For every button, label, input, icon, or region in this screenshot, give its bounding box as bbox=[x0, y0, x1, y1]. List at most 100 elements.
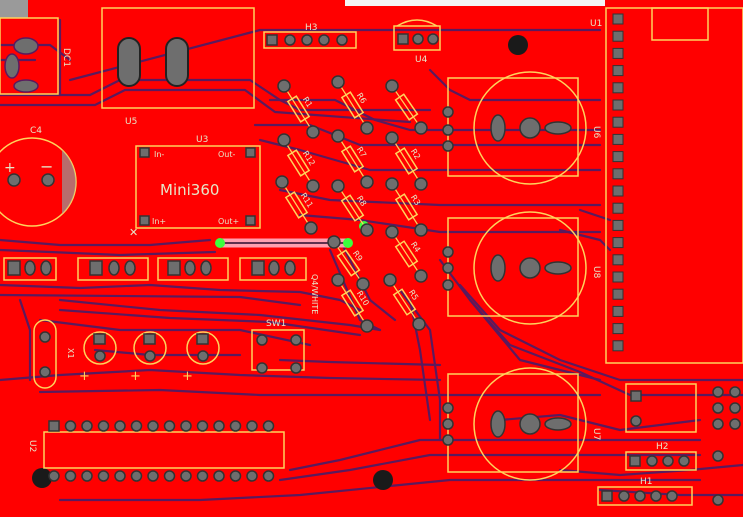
u2-pin bbox=[213, 420, 225, 432]
u1-pin bbox=[612, 340, 624, 352]
svg-text:+: + bbox=[130, 369, 141, 384]
h2-label: H2 bbox=[656, 442, 669, 452]
u2-label: U2 bbox=[27, 440, 37, 452]
u1-pin bbox=[612, 133, 624, 145]
x1-label: X1 bbox=[66, 348, 75, 359]
sw1-label: SW1 bbox=[266, 319, 286, 329]
u1-pin bbox=[612, 288, 624, 300]
u2-pin bbox=[147, 420, 159, 432]
u7-label: U7 bbox=[591, 428, 601, 440]
u1-pin bbox=[612, 65, 624, 77]
u2-pin bbox=[130, 420, 143, 432]
c4-plus-mark: + bbox=[4, 160, 16, 176]
u2-pin bbox=[246, 420, 258, 432]
u1-pin bbox=[612, 47, 624, 59]
u7-footprint[interactable]: U7 bbox=[447, 367, 601, 481]
u2-pin bbox=[163, 420, 176, 432]
h1-label: H1 bbox=[640, 477, 653, 487]
resistor-r9[interactable]: R9 bbox=[327, 235, 370, 291]
u5-pad-1 bbox=[117, 37, 141, 87]
u3-mini360-module[interactable]: U3 In- Out- Mini360 In+ Out+ ✕ bbox=[129, 135, 261, 239]
u2-pin bbox=[48, 420, 60, 432]
c4-capacitor[interactable]: C4 + − bbox=[0, 126, 77, 227]
selected-net-highlight[interactable] bbox=[215, 221, 369, 248]
u1-pin bbox=[612, 219, 624, 231]
u8-label: U8 bbox=[591, 266, 601, 279]
resistor-r12[interactable]: R12 bbox=[277, 133, 320, 193]
u2-pin bbox=[81, 420, 93, 432]
u2-pin bbox=[48, 470, 60, 482]
dc1-pad-3 bbox=[13, 79, 39, 93]
u2-pin bbox=[114, 420, 126, 432]
u1-pin bbox=[612, 323, 624, 335]
u2-pin bbox=[81, 470, 93, 482]
resistor-r11[interactable]: R11 bbox=[275, 175, 318, 235]
u1-pin bbox=[612, 151, 624, 163]
u5-pad-2 bbox=[165, 37, 189, 87]
u1-pin bbox=[612, 254, 624, 266]
resistor-r4[interactable]: R4 bbox=[385, 225, 428, 283]
u1-module[interactable]: U1 bbox=[590, 7, 743, 364]
u2-pin bbox=[97, 420, 110, 432]
dc1-label: DC1 bbox=[61, 48, 71, 67]
resistor-r7[interactable]: R7 bbox=[331, 129, 374, 189]
u2-pin bbox=[114, 470, 126, 482]
u2-pin bbox=[262, 470, 275, 482]
u2-pin bbox=[229, 470, 242, 482]
u8-footprint[interactable]: U8 bbox=[447, 211, 601, 325]
u4-label: U4 bbox=[415, 55, 428, 65]
out-plus-label: Out+ bbox=[218, 217, 239, 226]
u1-label: U1 bbox=[590, 19, 602, 29]
u1-pin bbox=[612, 305, 624, 317]
svg-text:+: + bbox=[182, 369, 193, 384]
u1-pin bbox=[612, 202, 624, 214]
u2-pin bbox=[196, 470, 209, 482]
u1-pin bbox=[612, 99, 624, 111]
right-small-connector[interactable] bbox=[625, 383, 741, 506]
u1-pin bbox=[612, 30, 624, 42]
u5-footprint[interactable]: U5 bbox=[101, 7, 255, 127]
u2-dip-chip[interactable]: U2 bbox=[27, 420, 285, 482]
x1-crystal[interactable]: X1 bbox=[33, 319, 75, 389]
resistor-r10[interactable]: R10 bbox=[331, 273, 374, 333]
resistor-r3[interactable]: R3 bbox=[385, 177, 428, 237]
u2-pin bbox=[97, 470, 110, 482]
svg-text:+: + bbox=[79, 369, 90, 384]
u2-pin bbox=[180, 470, 192, 482]
out-minus-label: Out- bbox=[218, 150, 236, 159]
u2-pins bbox=[48, 420, 275, 482]
h3-label: H3 bbox=[305, 23, 318, 33]
in-plus-label: In+ bbox=[152, 217, 166, 226]
u1-pin-column bbox=[612, 13, 624, 352]
u2-pin bbox=[130, 470, 143, 482]
resistor-r_a[interactable] bbox=[385, 79, 428, 135]
u1-pin bbox=[612, 237, 624, 249]
c4-label: C4 bbox=[30, 126, 42, 136]
dc1-pad-2 bbox=[4, 53, 20, 79]
h3-header[interactable]: H3 bbox=[263, 23, 357, 49]
in-minus-label: In- bbox=[154, 150, 164, 159]
transistor-row[interactable] bbox=[3, 257, 307, 281]
u2-pin bbox=[196, 420, 209, 432]
dc1-pad-1 bbox=[13, 37, 39, 55]
u2-pin bbox=[180, 420, 192, 432]
u2-pin bbox=[229, 420, 242, 432]
dc1-footprint[interactable]: DC1 bbox=[0, 17, 71, 95]
h1-header[interactable]: H1 bbox=[597, 477, 693, 506]
mini360-label: Mini360 bbox=[160, 181, 219, 199]
u4-footprint[interactable]: U4 bbox=[393, 19, 441, 65]
led-row[interactable]: + + + bbox=[79, 331, 220, 384]
sw1-switch[interactable]: SW1 bbox=[251, 319, 305, 374]
window-edge bbox=[345, 0, 605, 6]
u1-pin bbox=[612, 82, 624, 94]
u2-pin bbox=[246, 470, 258, 482]
u2-pin bbox=[147, 470, 159, 482]
u2-pin bbox=[213, 470, 225, 482]
resistor-r6[interactable]: R6 bbox=[331, 75, 374, 135]
h2-header[interactable]: H2 bbox=[625, 442, 697, 471]
u2-pin bbox=[64, 470, 77, 482]
u2-pin bbox=[163, 470, 176, 482]
u5-label: U5 bbox=[125, 117, 137, 127]
